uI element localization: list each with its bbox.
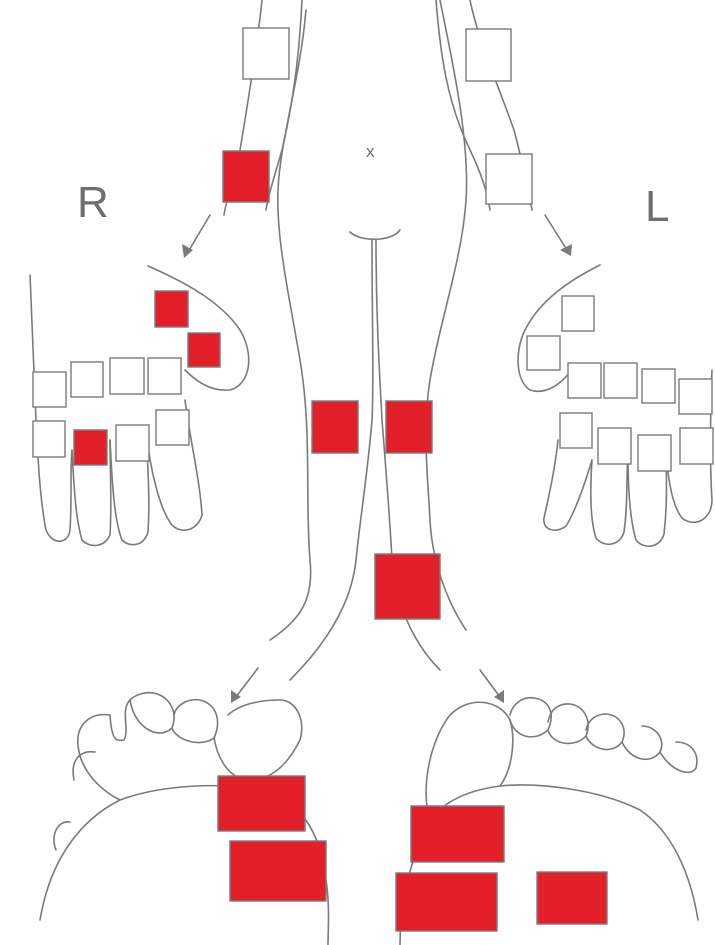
joint-right-hand-pip-4 bbox=[74, 430, 107, 465]
joint-right-knee bbox=[312, 401, 358, 453]
joint-left-foot-lateral bbox=[537, 872, 607, 924]
joint-left-hand-pip-4 bbox=[638, 435, 671, 471]
joint-right-hand-pip-5 bbox=[33, 421, 65, 457]
joint-right-hand-mcp-5 bbox=[33, 372, 66, 407]
joint-right-hand-mcp-4 bbox=[71, 362, 103, 397]
joint-left-knee bbox=[386, 401, 432, 453]
joint-left-ankle bbox=[375, 554, 440, 619]
joint-left-hand-thumb-mcp bbox=[527, 336, 560, 370]
joint-left-wrist-lower bbox=[486, 154, 532, 204]
joint-right-hand-pip-3 bbox=[116, 425, 149, 461]
joint-left-hand-mcp-3 bbox=[604, 363, 637, 398]
joint-left-hand-thumb-ip bbox=[562, 296, 594, 331]
joint-right-hand-mcp-3 bbox=[110, 358, 144, 394]
joint-right-hand-thumb-ip bbox=[155, 291, 188, 327]
joint-right-foot-midfoot bbox=[230, 841, 326, 901]
right-hand-arrow bbox=[182, 215, 210, 258]
right-side-label: R bbox=[77, 178, 109, 228]
joint-right-wrist-lower bbox=[223, 151, 269, 202]
joint-left-foot-midfoot bbox=[396, 873, 497, 931]
joint-left-hand-mcp-4 bbox=[642, 369, 675, 403]
joint-left-wrist-upper bbox=[466, 29, 511, 81]
left-side-label: L bbox=[645, 182, 669, 232]
joint-left-foot-mtp-1 bbox=[411, 806, 504, 862]
joint-left-hand-pip-3 bbox=[598, 428, 631, 464]
center-mark-label: x bbox=[366, 142, 375, 162]
joint-right-wrist-upper bbox=[243, 28, 289, 79]
joint-left-hand-mcp-2 bbox=[568, 363, 601, 398]
right-foot-arrow bbox=[231, 668, 258, 703]
joint-right-foot-mtp-1 bbox=[218, 776, 305, 831]
joint-left-hand-pip-5 bbox=[680, 428, 713, 464]
left-hand-arrow bbox=[545, 215, 572, 256]
joint-right-hand-pip-2 bbox=[156, 410, 189, 445]
left-foot-arrow bbox=[480, 670, 504, 703]
joint-left-hand-pip-2 bbox=[560, 413, 592, 448]
joint-right-hand-mcp-2 bbox=[148, 358, 181, 394]
joint-left-hand-mcp-5 bbox=[679, 379, 712, 414]
joint-right-hand-thumb-mcp bbox=[188, 333, 220, 367]
